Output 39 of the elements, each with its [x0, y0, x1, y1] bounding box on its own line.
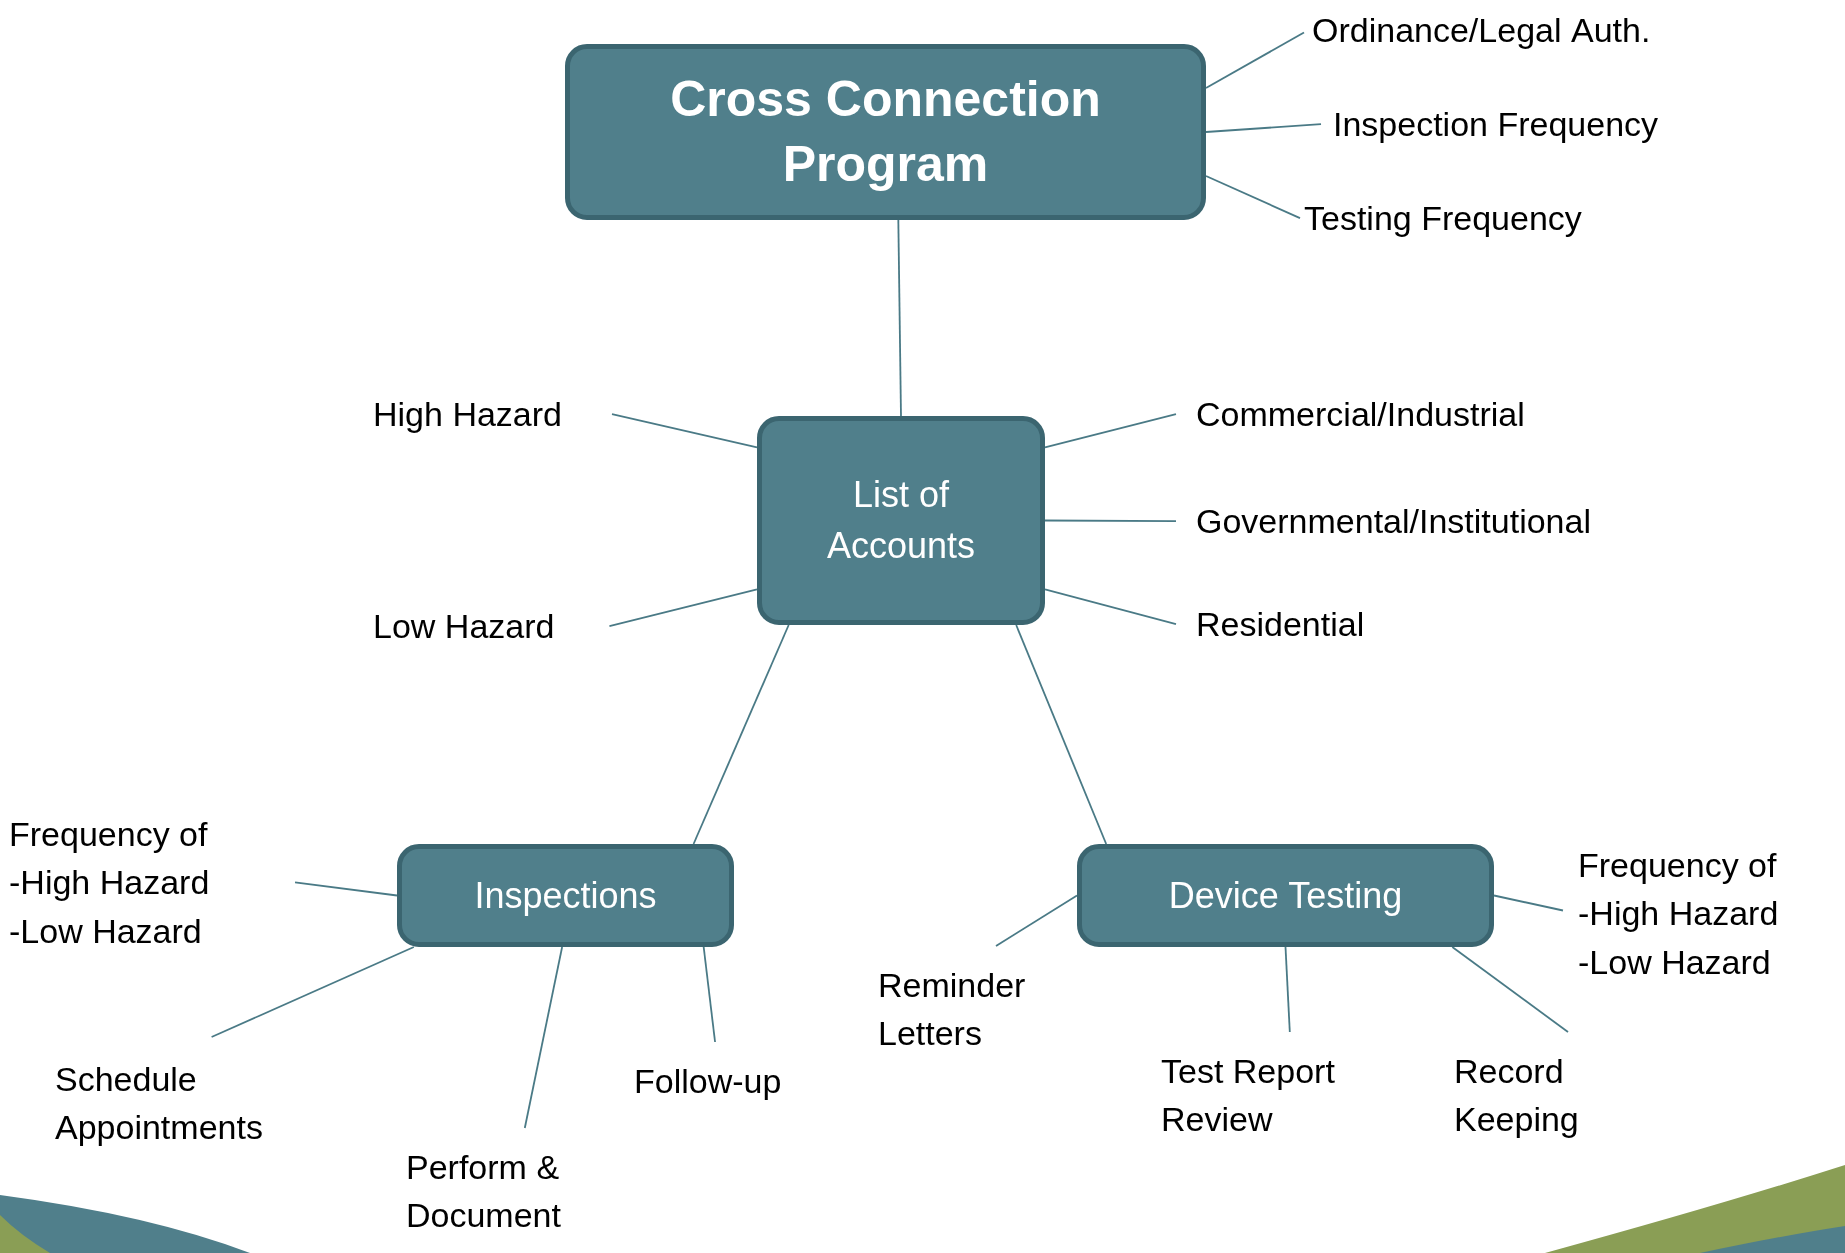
topic-label: Frequency of -High Hazard -Low Hazard [9, 810, 259, 955]
connector-line [1044, 519, 1177, 523]
connector-line [523, 946, 564, 1129]
connector-line [1493, 894, 1564, 912]
topic-box: Cross Connection Program [565, 44, 1206, 220]
topic-label: Inspection Frequency [1333, 100, 1659, 149]
topic-box: Inspections [397, 844, 734, 947]
connector-line [608, 588, 758, 628]
connector-line [1044, 588, 1177, 626]
topic-box: Device Testing [1077, 844, 1494, 947]
connector-line [210, 946, 415, 1038]
topic-label: Commercial/Industrial [1196, 390, 1525, 439]
connector-line [702, 946, 716, 1043]
connector-line [294, 881, 398, 897]
topic-label: High Hazard [373, 390, 562, 439]
topic-label: Frequency of -High Hazard -Low Hazard [1578, 841, 1828, 986]
connector-line [1205, 175, 1301, 220]
connector-line [692, 624, 790, 845]
connector-line [1044, 413, 1177, 449]
topic-label: Ordinance/Legal Auth. [1312, 6, 1651, 55]
topic-label: Testing Frequency [1304, 194, 1582, 243]
connector-line [1205, 123, 1322, 133]
connector-line [1284, 946, 1291, 1033]
topic-label: Perform & Document [406, 1143, 626, 1240]
topic-label: Reminder Letters [878, 961, 1078, 1058]
topic-label: Follow-up [634, 1057, 782, 1106]
topic-label: Record Keeping [1454, 1047, 1644, 1144]
connector-line [897, 219, 902, 417]
topic-label: Governmental/Institutional [1196, 497, 1591, 546]
topic-label: Schedule Appointments [55, 1055, 345, 1152]
connector-line [611, 413, 758, 449]
topic-label: Test Report Review [1161, 1047, 1391, 1144]
topic-label: Residential [1196, 600, 1365, 649]
connector-line [1015, 624, 1108, 845]
connector-line [995, 894, 1078, 947]
connector-line [1451, 946, 1569, 1033]
connector-line [1205, 31, 1305, 89]
topic-box: List of Accounts [757, 416, 1045, 625]
topic-label: Low Hazard [373, 602, 555, 651]
